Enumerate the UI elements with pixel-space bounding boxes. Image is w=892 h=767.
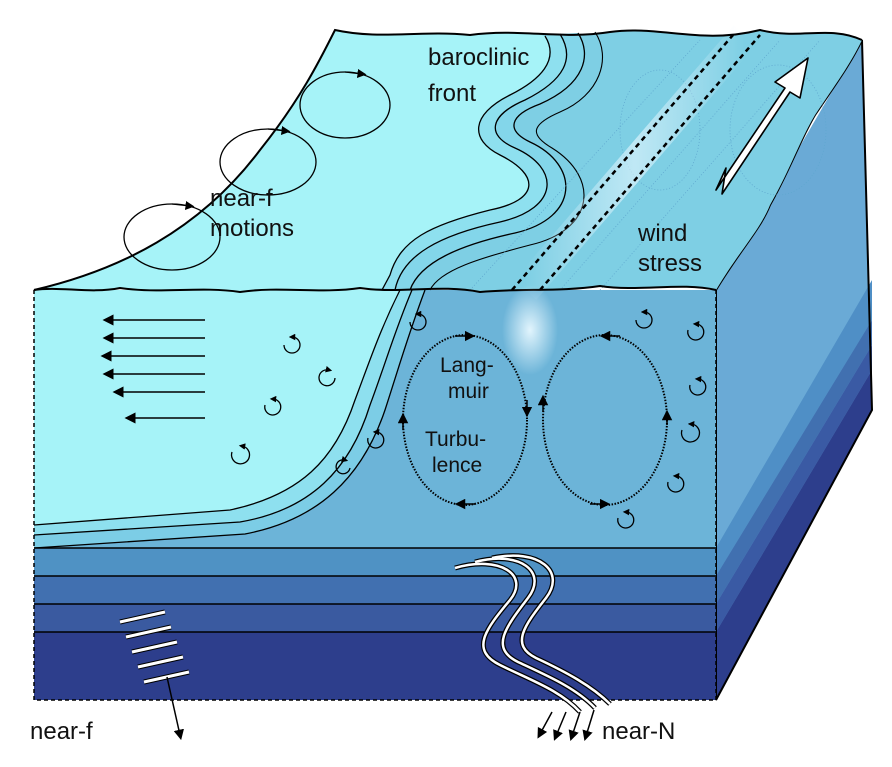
small-eddies xyxy=(230,308,707,529)
near-f-velocity-arrows xyxy=(100,314,205,424)
top-surface xyxy=(33,25,863,300)
turbulence-label-line1: Turbu- xyxy=(425,428,487,451)
near-f-wave-beam xyxy=(119,609,190,685)
wind-stress-label-line1: wind xyxy=(638,220,688,247)
front-face xyxy=(33,289,717,701)
turbulence-label-line2: lence xyxy=(432,454,483,477)
near-N-bottom-label: near-N xyxy=(602,718,676,745)
near-f-motions-label-line1: near-f xyxy=(210,185,273,212)
baroclinic-label-line1: baroclinic xyxy=(428,44,530,71)
wind-stress-label-line2: stress xyxy=(638,250,703,277)
near-f-motions-label-line2: motions xyxy=(210,215,295,242)
langmuir-label-line2: muir xyxy=(448,380,489,403)
near-f-bottom-label: near-f xyxy=(30,718,93,745)
near-f-down-arrow xyxy=(166,676,184,741)
wind-stress-arrow xyxy=(715,57,809,195)
baroclinic-label-line2: front xyxy=(428,80,477,107)
near-f-inertial-circles xyxy=(123,68,391,271)
surface-spray-plume xyxy=(502,285,558,375)
langmuir-arrowheads xyxy=(397,330,673,510)
langmuir-label-line1: Lang- xyxy=(440,354,494,377)
near-N-wave-packet xyxy=(454,553,612,742)
